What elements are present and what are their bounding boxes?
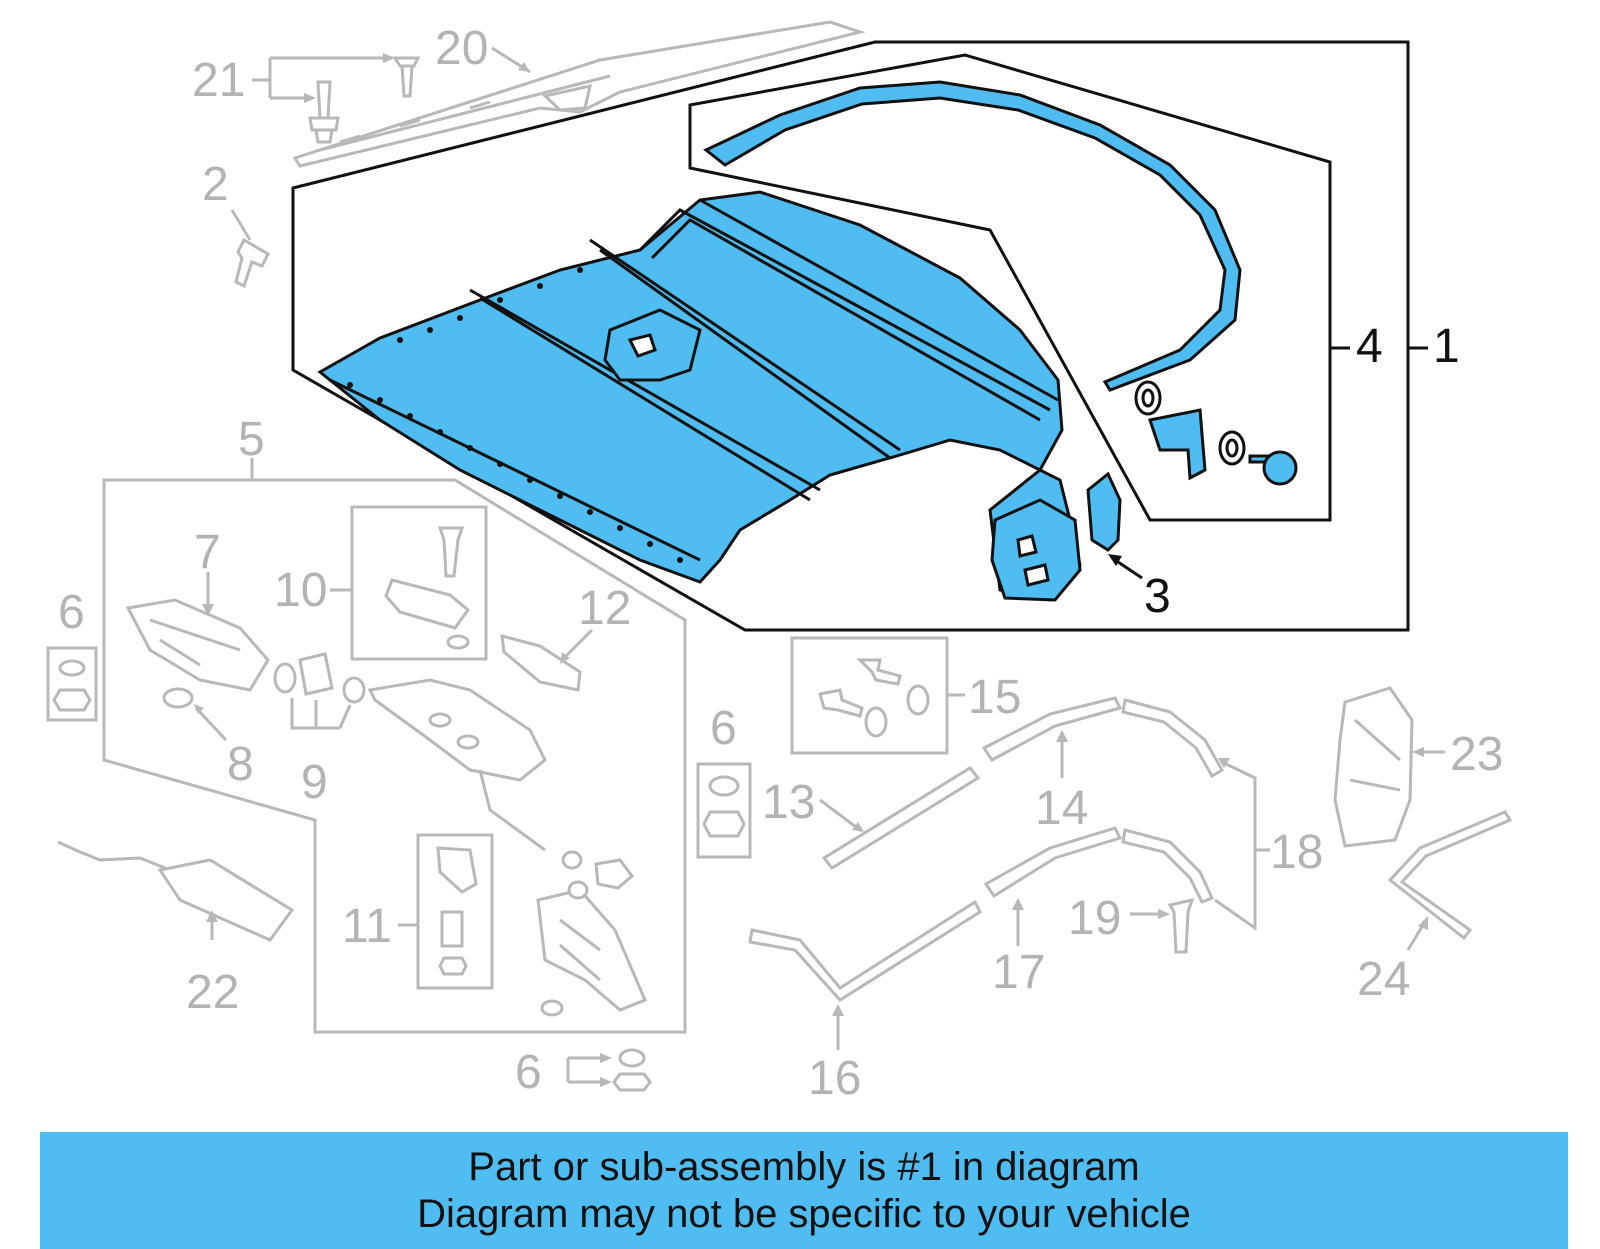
callout-9: 9: [301, 756, 328, 809]
callout-16: 16: [808, 1052, 861, 1105]
convertible-top-frame-highlight: [317, 190, 1082, 602]
nut-part-6-left: [46, 646, 98, 722]
group-5-outline: [102, 478, 687, 1034]
bracket-part-7: [125, 572, 270, 692]
lower-weatherstrips: [748, 826, 1215, 1050]
lower-hinge: [536, 850, 647, 1017]
callout-18: 18: [1270, 826, 1323, 879]
callout-6b: 6: [710, 702, 737, 755]
callout-3: 3: [1144, 570, 1171, 623]
bumper-box-part-11: [398, 833, 494, 990]
side-weatherstrips: [819, 696, 1270, 931]
callout-8: 8: [227, 738, 254, 791]
callout-7: 7: [194, 526, 221, 579]
info-banner: Part or sub-assembly is #1 in diagram Di…: [40, 1132, 1568, 1249]
banner-line-1: Part or sub-assembly is #1 in diagram: [468, 1144, 1140, 1189]
callout-21: 21: [192, 54, 245, 107]
callout-15: 15: [968, 671, 1021, 724]
callout-1: 1: [1433, 320, 1460, 373]
callout-22: 22: [186, 966, 239, 1019]
callout-5: 5: [238, 413, 265, 466]
callout-20: 20: [435, 22, 488, 75]
callout-11: 11: [342, 900, 392, 953]
callout-17: 17: [992, 946, 1045, 999]
washer-part-8: [162, 687, 228, 742]
rod-part-24: [1387, 810, 1513, 951]
harness-part-22: [57, 840, 295, 942]
assembly-4-outline: [688, 53, 1332, 522]
assembly-1-outline: [291, 40, 1410, 632]
callout-13: 13: [762, 776, 815, 829]
callout-4: 4: [1356, 320, 1383, 373]
side-plate-part-3: [1086, 471, 1143, 580]
bushing-part-9: [273, 652, 366, 730]
callout-23: 23: [1450, 728, 1503, 781]
callout-14: 14: [1035, 782, 1088, 835]
weatherstrip-hardware: [1134, 380, 1298, 486]
motor-part-23: [1333, 686, 1445, 848]
callout-6c: 6: [515, 1046, 542, 1099]
banner-line-2: Diagram may not be specific to your vehi…: [417, 1191, 1191, 1236]
callout-2: 2: [202, 158, 229, 211]
callout-12: 12: [578, 582, 631, 635]
callout-24: 24: [1357, 953, 1410, 1006]
callout-20-leader: [491, 46, 531, 74]
motor-box-part-10: [330, 505, 488, 661]
callout-10: 10: [274, 564, 327, 617]
nut-part-6-bottom: [566, 1048, 652, 1092]
weatherstrip-highlight: [703, 80, 1242, 392]
callout-21-leader: [252, 53, 395, 103]
fastener-box-part-15: [790, 636, 965, 755]
nut-part-6-mid: [696, 762, 752, 859]
header-rail-part: [292, 20, 866, 168]
clip-part-2: [230, 209, 270, 289]
callout-19: 19: [1068, 892, 1121, 945]
linkage-arm: [367, 678, 547, 852]
plate-part-12: [500, 628, 594, 692]
callout-6a: 6: [58, 586, 85, 639]
